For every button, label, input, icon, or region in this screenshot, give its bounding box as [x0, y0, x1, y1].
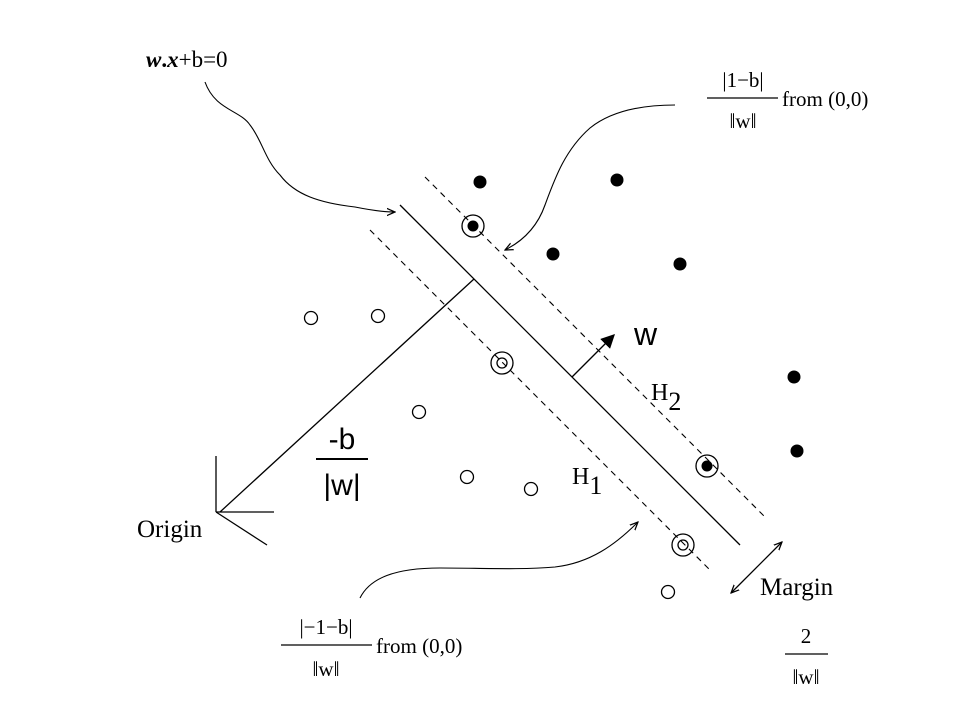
margin-plane-h1: [369, 229, 711, 571]
negative-point: [660, 584, 676, 600]
margin-double-arrow: [731, 542, 782, 593]
h1-label: H1: [572, 464, 602, 500]
lower-distance-numerator: |−1−b|: [299, 615, 352, 639]
negative-point: [303, 310, 319, 326]
positive-support-vector-ring: [695, 454, 719, 478]
positive-point: [473, 175, 487, 189]
positive-point: [790, 444, 804, 458]
upper-distance-arrow: [505, 104, 676, 250]
origin-to-hyperplane-line: [219, 278, 475, 513]
negative-point: [411, 404, 427, 420]
positive-support-vector-dot: [701, 460, 713, 472]
hyperplane-equation-label: w.x+b=0: [146, 47, 228, 72]
origin-label: Origin: [137, 516, 203, 543]
negative-support-vector-inner: [496, 357, 508, 369]
h2-label: H2: [651, 380, 681, 416]
lower-distance-arrow: [359, 522, 638, 599]
positive-point: [610, 173, 624, 187]
normal-vector-label: w: [633, 316, 658, 352]
lower-distance-suffix: from (0,0): [376, 634, 462, 658]
negative-point: [523, 481, 539, 497]
offset-numerator: -b: [329, 423, 356, 456]
decision-hyperplane: [399, 204, 741, 546]
positive-point: [673, 257, 687, 271]
offset-denominator: |w|: [323, 469, 360, 502]
margin-value-denominator: ‖w‖: [793, 665, 820, 689]
margin-label: Margin: [760, 574, 834, 601]
upper-distance-numerator: |1−b|: [722, 68, 763, 92]
positive-support-vector-dot: [467, 220, 479, 232]
positive-point: [546, 247, 560, 261]
upper-distance-suffix: from (0,0): [782, 87, 868, 111]
negative-point: [370, 308, 386, 324]
origin-axis-diagonal: [215, 511, 268, 546]
margin-value-formula: 2 ‖w‖: [785, 624, 828, 689]
positive-point: [787, 370, 801, 384]
negative-points: [303, 308, 695, 600]
negative-support-vector-ring: [671, 533, 695, 557]
lower-distance-formula: |−1−b| ‖w‖ from (0,0): [281, 615, 462, 681]
offset-fraction-label: -b |w|: [316, 423, 368, 502]
negative-point: [459, 469, 475, 485]
normal-vector-arrow: [571, 334, 615, 378]
lower-distance-denominator: ‖w‖: [313, 657, 340, 681]
margin-value-numerator: 2: [801, 624, 812, 648]
positive-support-vector-ring: [461, 214, 485, 238]
hyperplane-label-arrow: [204, 81, 395, 212]
negative-support-vector-inner: [677, 539, 689, 551]
upper-distance-denominator: ‖w‖: [730, 109, 757, 133]
upper-distance-formula: |1−b| ‖w‖ from (0,0): [707, 68, 868, 133]
negative-support-vector-ring: [490, 351, 514, 375]
positive-points: [461, 173, 804, 478]
